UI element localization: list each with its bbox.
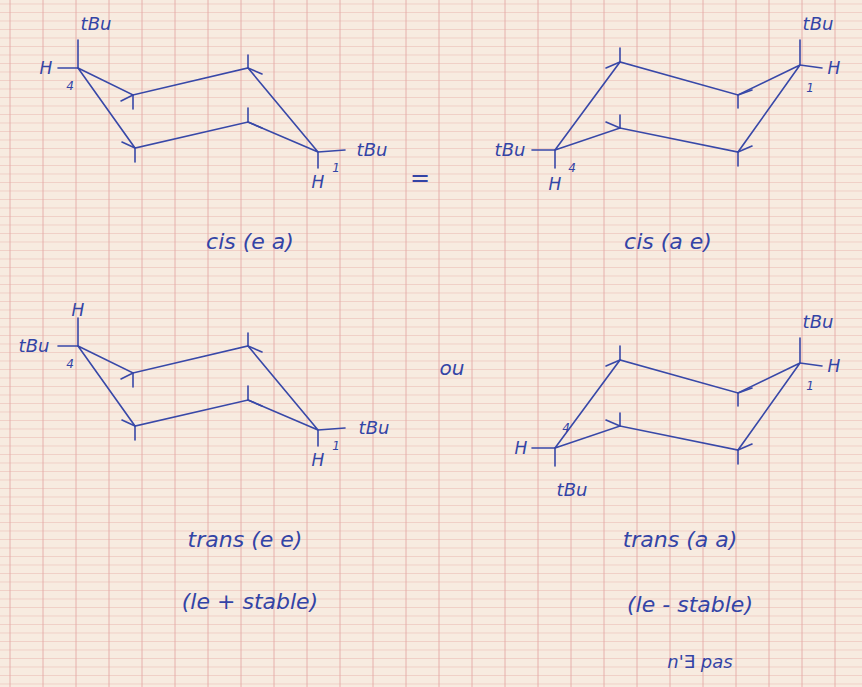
substituent-bond <box>619 115 621 128</box>
substituent-bond <box>247 55 249 68</box>
conformer-caption: cis (a e) <box>624 231 712 253</box>
substituent-bond <box>121 95 133 101</box>
substituent-bond <box>132 373 134 387</box>
substituent-bond <box>738 146 752 152</box>
grid-horizontal <box>0 4 862 684</box>
position-number: 4 <box>568 162 576 174</box>
stability-note: (le + stable) <box>182 591 318 613</box>
substituent: tBu <box>357 141 388 159</box>
substituent-bond <box>606 122 620 128</box>
position-number: 1 <box>332 440 340 452</box>
ring-bonds <box>555 62 800 152</box>
substituent-bond <box>121 373 133 379</box>
substituent-bond <box>247 108 249 122</box>
substituent-bond <box>317 430 319 446</box>
substituent-bond <box>248 68 262 74</box>
substituent: tBu <box>359 419 390 437</box>
substituent-bond <box>606 360 620 366</box>
substituent-bond <box>619 48 621 62</box>
substituent-bond <box>619 346 621 360</box>
atom: H <box>828 60 841 77</box>
substituent-bond <box>132 95 134 109</box>
atom: H <box>40 60 53 77</box>
substituent-bond <box>532 149 555 151</box>
ring-bonds <box>78 68 318 152</box>
substituent-bond <box>799 40 801 65</box>
substituent-bond <box>800 363 822 366</box>
atom: H <box>312 174 325 191</box>
substituent: tBu <box>19 337 50 355</box>
position-number: 1 <box>806 380 814 392</box>
substituent: tBu <box>803 313 834 331</box>
chair-trans-ee <box>58 318 345 446</box>
substituent-bond <box>800 65 822 68</box>
atom: H <box>828 358 841 375</box>
substituent-bond <box>619 413 621 426</box>
note: n'∃ pas <box>667 653 732 671</box>
substituent-bond <box>247 333 249 346</box>
substituent-bond <box>317 152 319 168</box>
conjunction: ou <box>440 358 465 378</box>
substituent-bond <box>737 393 739 406</box>
substituent-bond <box>738 388 752 393</box>
substituent-bond <box>737 450 739 464</box>
position-number: 4 <box>66 358 74 370</box>
substituent: tBu <box>803 15 834 33</box>
substituent-bond <box>738 90 752 95</box>
substituent-bond <box>606 62 620 68</box>
substituent-bond <box>248 346 262 352</box>
substituent-bond <box>58 345 78 347</box>
substituent-bond <box>799 338 801 363</box>
substituent-bond <box>554 448 556 466</box>
substituent-bond <box>134 426 136 440</box>
substituent-bond <box>122 420 135 426</box>
substituent-bond <box>247 386 249 400</box>
atom: H <box>515 440 528 457</box>
position-number: 4 <box>66 80 74 92</box>
substituent-bond <box>77 318 79 346</box>
position-number: 4 <box>562 422 570 434</box>
substituent: tBu <box>495 141 526 159</box>
position-number: 1 <box>806 82 814 94</box>
atom: H <box>549 176 562 193</box>
substituent-bond <box>318 150 345 152</box>
substituent-bond <box>58 67 78 69</box>
substituent-bond <box>554 150 556 168</box>
equivalence-sign: = <box>410 166 430 190</box>
substituent-bond <box>737 152 739 166</box>
chair-cis-ae <box>532 40 822 168</box>
substituent-bond <box>318 428 345 430</box>
substituent-bond <box>248 122 262 128</box>
ring-bonds <box>555 360 800 450</box>
substituent-bond <box>532 447 555 449</box>
ring-bonds <box>78 346 318 430</box>
substituent-bond <box>737 95 739 108</box>
chair-cis-ea <box>58 40 345 168</box>
grid-vertical <box>10 0 835 687</box>
conformer-caption: cis (e a) <box>206 231 294 253</box>
substituent-bond <box>134 148 136 162</box>
substituent-bond <box>77 40 79 68</box>
substituent-bond <box>248 400 262 406</box>
atom: H <box>312 452 325 469</box>
position-number: 1 <box>332 162 340 174</box>
conformer-caption: trans (e e) <box>188 529 303 551</box>
substituent: tBu <box>557 481 588 499</box>
substituent-bond <box>122 142 135 148</box>
chair-trans-aa <box>532 338 822 466</box>
substituent-bond <box>738 444 752 450</box>
substituent: tBu <box>81 15 112 33</box>
atom: H <box>72 302 85 319</box>
conformer-caption: trans (a a) <box>623 529 738 551</box>
substituent-bond <box>606 420 620 426</box>
stability-note: (le - stable) <box>627 594 753 616</box>
